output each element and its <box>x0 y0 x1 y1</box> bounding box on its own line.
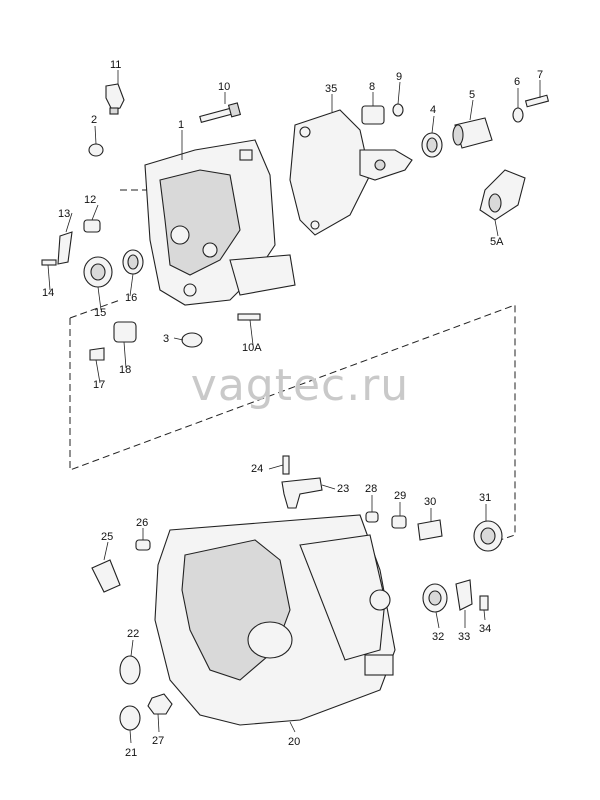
callout-29: 29 <box>394 490 406 502</box>
flange-part-5A <box>479 169 526 221</box>
bolt-part-7 <box>524 94 550 108</box>
callout-22: 22 <box>127 628 139 640</box>
plug-part-12 <box>83 219 101 233</box>
callout-labels: 11 10 35 8 9 6 7 2 1 4 5 5A 12 13 14 15 … <box>42 59 543 759</box>
leader-lines <box>47 70 541 744</box>
callout-1: 1 <box>178 119 184 131</box>
callout-24: 24 <box>251 463 263 475</box>
callout-9: 9 <box>396 71 402 83</box>
pin-part-28 <box>365 511 379 523</box>
seal-part-16 <box>122 249 144 275</box>
callout-13: 13 <box>58 208 70 220</box>
callout-23: 23 <box>337 483 349 495</box>
callout-7: 7 <box>537 69 543 81</box>
callout-6: 6 <box>514 76 520 88</box>
callout-27: 27 <box>152 735 164 747</box>
callout-4: 4 <box>430 104 436 116</box>
callout-32: 32 <box>432 631 444 643</box>
callout-34: 34 <box>479 623 491 635</box>
selector-plate-part-35 <box>289 109 413 236</box>
bush-part-2 <box>88 143 104 157</box>
callout-11: 11 <box>110 59 121 71</box>
plug-part-11 <box>105 83 125 115</box>
bolt-part-24 <box>282 455 290 475</box>
intermediate-housing-part-1 <box>144 139 296 306</box>
callout-10: 10 <box>218 81 230 93</box>
lever-part-13 <box>57 231 73 265</box>
sleeve-part-30 <box>417 519 443 541</box>
callout-21: 21 <box>125 747 137 759</box>
bearing-part-15 <box>83 256 113 288</box>
circlip-part-9 <box>392 103 404 117</box>
callout-31: 31 <box>479 492 491 504</box>
callout-15: 15 <box>94 307 106 319</box>
callout-18: 18 <box>119 364 131 376</box>
seal-part-4 <box>421 132 443 158</box>
callout-33: 33 <box>458 631 470 643</box>
callout-10A: 10A <box>242 342 262 354</box>
seal-part-31 <box>473 520 503 552</box>
sensor-part-23 <box>281 477 323 509</box>
callout-12: 12 <box>84 194 96 206</box>
assembly-dashed-boundary <box>69 304 516 541</box>
bolt-part-10A <box>237 313 261 321</box>
bush-part-29 <box>391 515 407 529</box>
bolt-part-10 <box>199 102 242 123</box>
callout-28: 28 <box>365 483 377 495</box>
callout-35: 35 <box>325 83 337 95</box>
callout-17: 17 <box>93 379 105 391</box>
callout-5: 5 <box>469 89 475 101</box>
callout-3: 3 <box>163 333 169 345</box>
callout-16: 16 <box>125 292 137 304</box>
callout-14: 14 <box>42 287 54 299</box>
washer-part-6 <box>512 107 524 123</box>
callout-5A: 5A <box>490 236 504 248</box>
watermark-text: vagtec.ru <box>191 360 409 411</box>
callout-20: 20 <box>288 736 300 748</box>
callout-30: 30 <box>424 496 436 508</box>
callout-8: 8 <box>369 81 375 93</box>
plug-part-17 <box>89 347 105 361</box>
needle-bearing-part-18 <box>113 321 137 343</box>
assembly-dashed-link-upper <box>69 189 150 319</box>
gasket-part-25 <box>91 559 121 593</box>
seal-ring-part-22 <box>119 655 141 685</box>
bolt-part-34 <box>479 595 489 611</box>
plug-part-3 <box>181 332 203 348</box>
callout-2: 2 <box>91 114 97 126</box>
nut-part-27 <box>147 693 173 715</box>
callout-26: 26 <box>136 517 148 529</box>
gearbox-housing-part-20 <box>154 514 396 726</box>
bearing-part-32 <box>422 583 448 613</box>
callout-25: 25 <box>101 531 113 543</box>
pin-part-26 <box>135 539 151 551</box>
gear-sleeve-part-5 <box>452 117 493 149</box>
bolt-part-14 <box>41 259 57 266</box>
cap-part-21 <box>119 705 141 731</box>
roller-bearing-part-8 <box>361 105 385 125</box>
clip-part-33 <box>455 579 473 611</box>
